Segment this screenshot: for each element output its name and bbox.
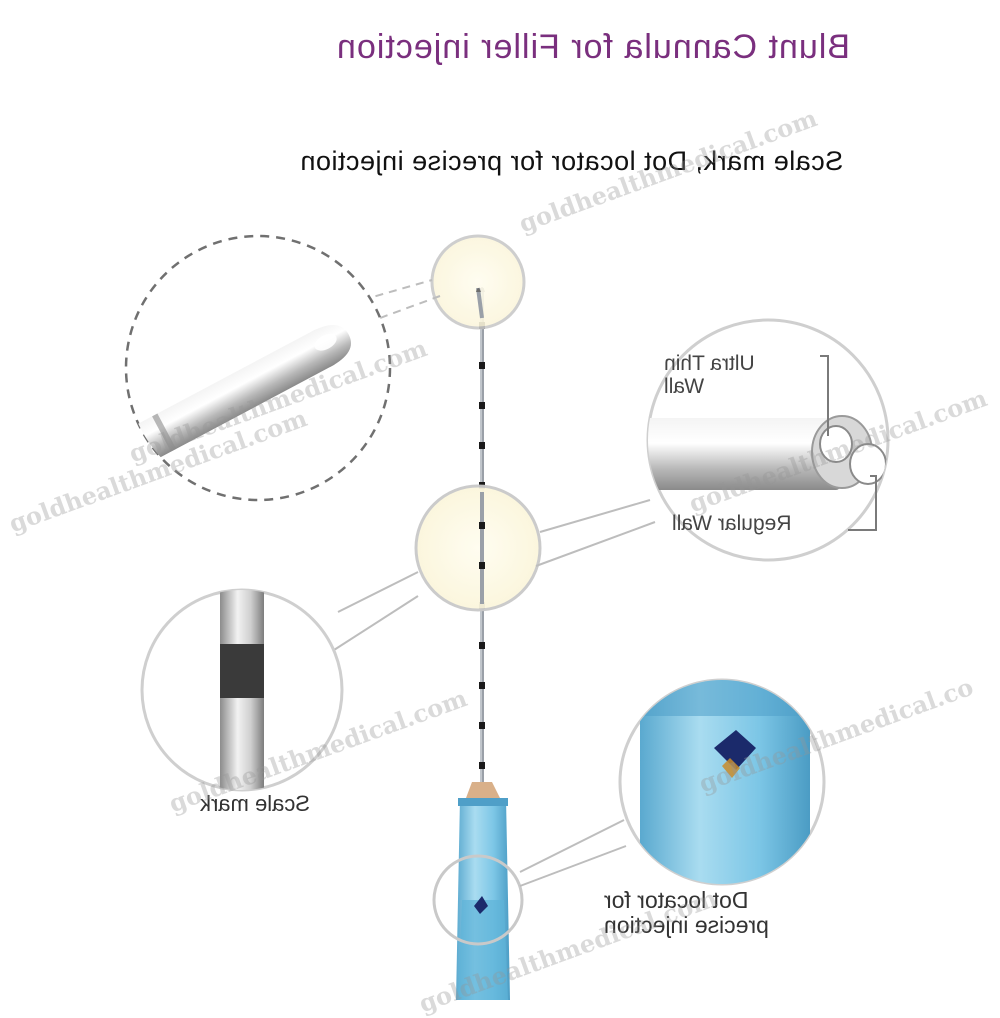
- scale-zoom-circle: [140, 588, 344, 792]
- tip-focus-circle: [430, 234, 526, 330]
- wall-line: Wall: [664, 375, 705, 399]
- tip-zoom-circle: [124, 234, 392, 502]
- ultra-thin-wall-label: Ultra Thin Wall: [664, 352, 794, 398]
- connector-lines: [333, 279, 656, 887]
- wall-zoom-circle: [646, 318, 890, 562]
- ultra-thin-line: Ultra Thin: [664, 352, 755, 375]
- page-title: Blunt Cannula for Filler injection: [336, 28, 851, 66]
- wall-focus-circle: [414, 484, 542, 612]
- dot-focus-circle: [432, 854, 524, 946]
